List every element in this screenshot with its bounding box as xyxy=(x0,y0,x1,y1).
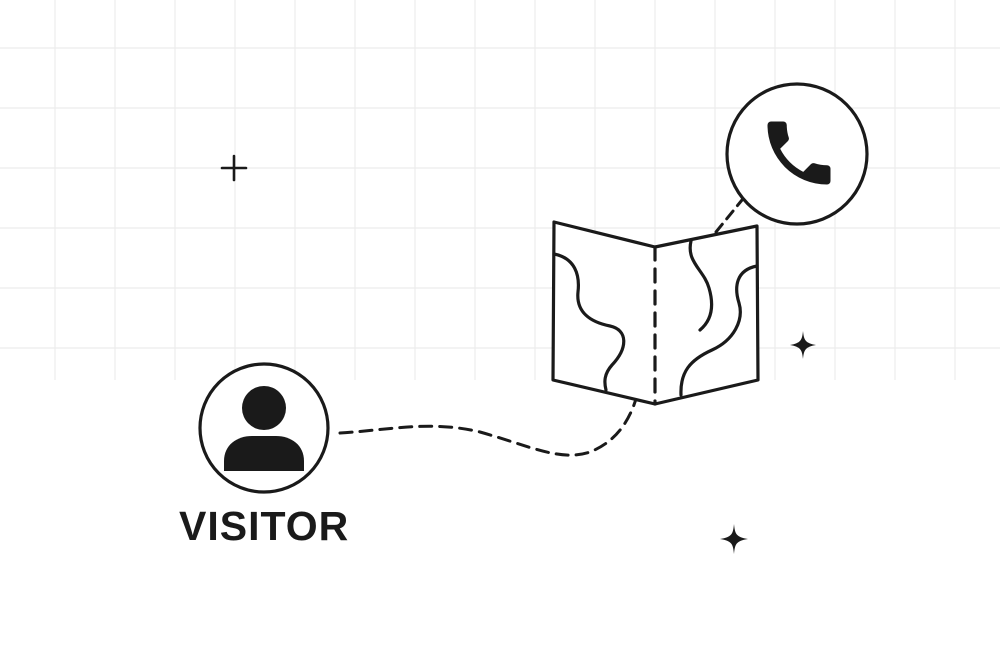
sparkle-plus-icon xyxy=(220,154,248,182)
phone-handset-icon xyxy=(767,121,831,185)
person-icon xyxy=(224,386,304,471)
visitor-label: VISITOR xyxy=(179,503,350,549)
sparkle-star-icon xyxy=(790,331,816,359)
dashed-connector-to-phone xyxy=(714,198,744,234)
sparkle-star-icon xyxy=(720,524,748,554)
dashed-route-path xyxy=(338,390,640,457)
phone-contact-circle xyxy=(725,82,869,226)
visitor-avatar xyxy=(198,362,330,494)
folded-map-icon xyxy=(551,220,760,406)
